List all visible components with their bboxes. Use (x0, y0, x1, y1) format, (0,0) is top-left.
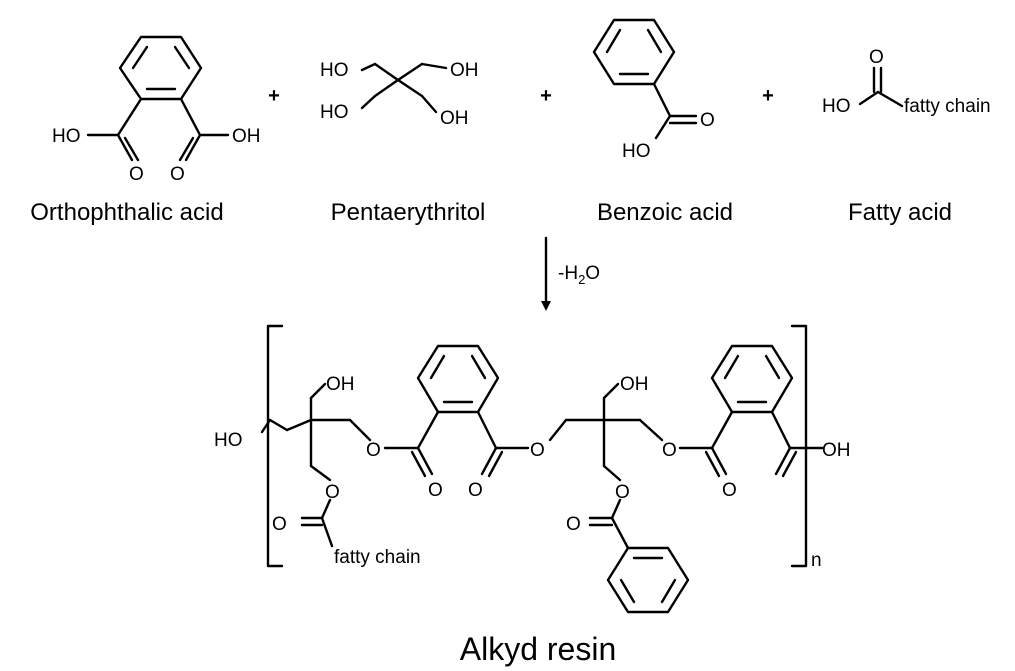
pentaerythritol-name: Pentaerythritol (331, 199, 486, 226)
benzoic-acid-structure (592, 18, 698, 140)
fatty-chain-label: fatty chain (904, 96, 991, 117)
product-o-label: O (722, 480, 737, 501)
orthophthalic-o-label: O (129, 164, 144, 185)
benzoic-acid-name: Benzoic acid (597, 199, 733, 226)
product-o-label: O (325, 482, 340, 503)
water-loss-label: -H2O (558, 263, 600, 287)
product-benzene-ring (606, 546, 690, 614)
orthophthalic-ho-label: HO (52, 126, 81, 147)
product-benzene-ring (416, 344, 500, 414)
product-o-label: O (428, 480, 443, 501)
benzoic-benzene-ring (592, 18, 676, 86)
product-o-label: O (468, 480, 483, 501)
right-bracket (790, 324, 808, 568)
product-oh-label: OH (620, 374, 649, 395)
plus-sign: + (762, 85, 774, 107)
product-oh-label: OH (822, 440, 851, 461)
product-fatty-chain-label: fatty chain (334, 547, 421, 568)
orthophthalic-acid-name: Orthophthalic acid (30, 199, 223, 226)
pentaerythritol-oh-label: OH (450, 60, 479, 81)
fatty-acid-ho-label: HO (822, 96, 851, 117)
pentaerythritol-oh-label: OH (440, 108, 469, 129)
fatty-acid-structure (858, 66, 904, 108)
pentaerythritol-ho-label: HO (320, 60, 349, 81)
benzoic-ho-label: HO (622, 141, 651, 162)
repeat-unit-brackets (266, 324, 808, 568)
orthophthalic-oh-label: OH (232, 126, 261, 147)
product-oh-label: OH (326, 374, 355, 395)
plus-sign: + (540, 85, 552, 107)
alkyd-resin-structure (260, 344, 824, 614)
product-benzene-ring (710, 344, 794, 414)
repeat-count-label: n (811, 550, 822, 571)
product-ho-label: HO (214, 430, 243, 451)
product-o-label: O (566, 514, 581, 535)
pentaerythritol-structure (360, 62, 448, 114)
product-o-label: O (366, 440, 381, 461)
orthophthalic-acid-structure (86, 35, 230, 162)
fatty-acid-o-label: O (869, 47, 884, 68)
product-name: Alkyd resin (460, 631, 617, 667)
benzoic-o-label: O (700, 110, 715, 131)
product-o-label: O (662, 440, 677, 461)
orthophthalic-o-label: O (170, 164, 185, 185)
product-o-label: O (530, 440, 545, 461)
plus-sign: + (268, 85, 280, 107)
fatty-acid-name: Fatty acid (848, 199, 952, 226)
product-o-label: O (272, 514, 287, 535)
product-o-label: O (615, 482, 630, 503)
left-bracket (266, 324, 284, 568)
pentaerythritol-ho-label: HO (320, 102, 349, 123)
